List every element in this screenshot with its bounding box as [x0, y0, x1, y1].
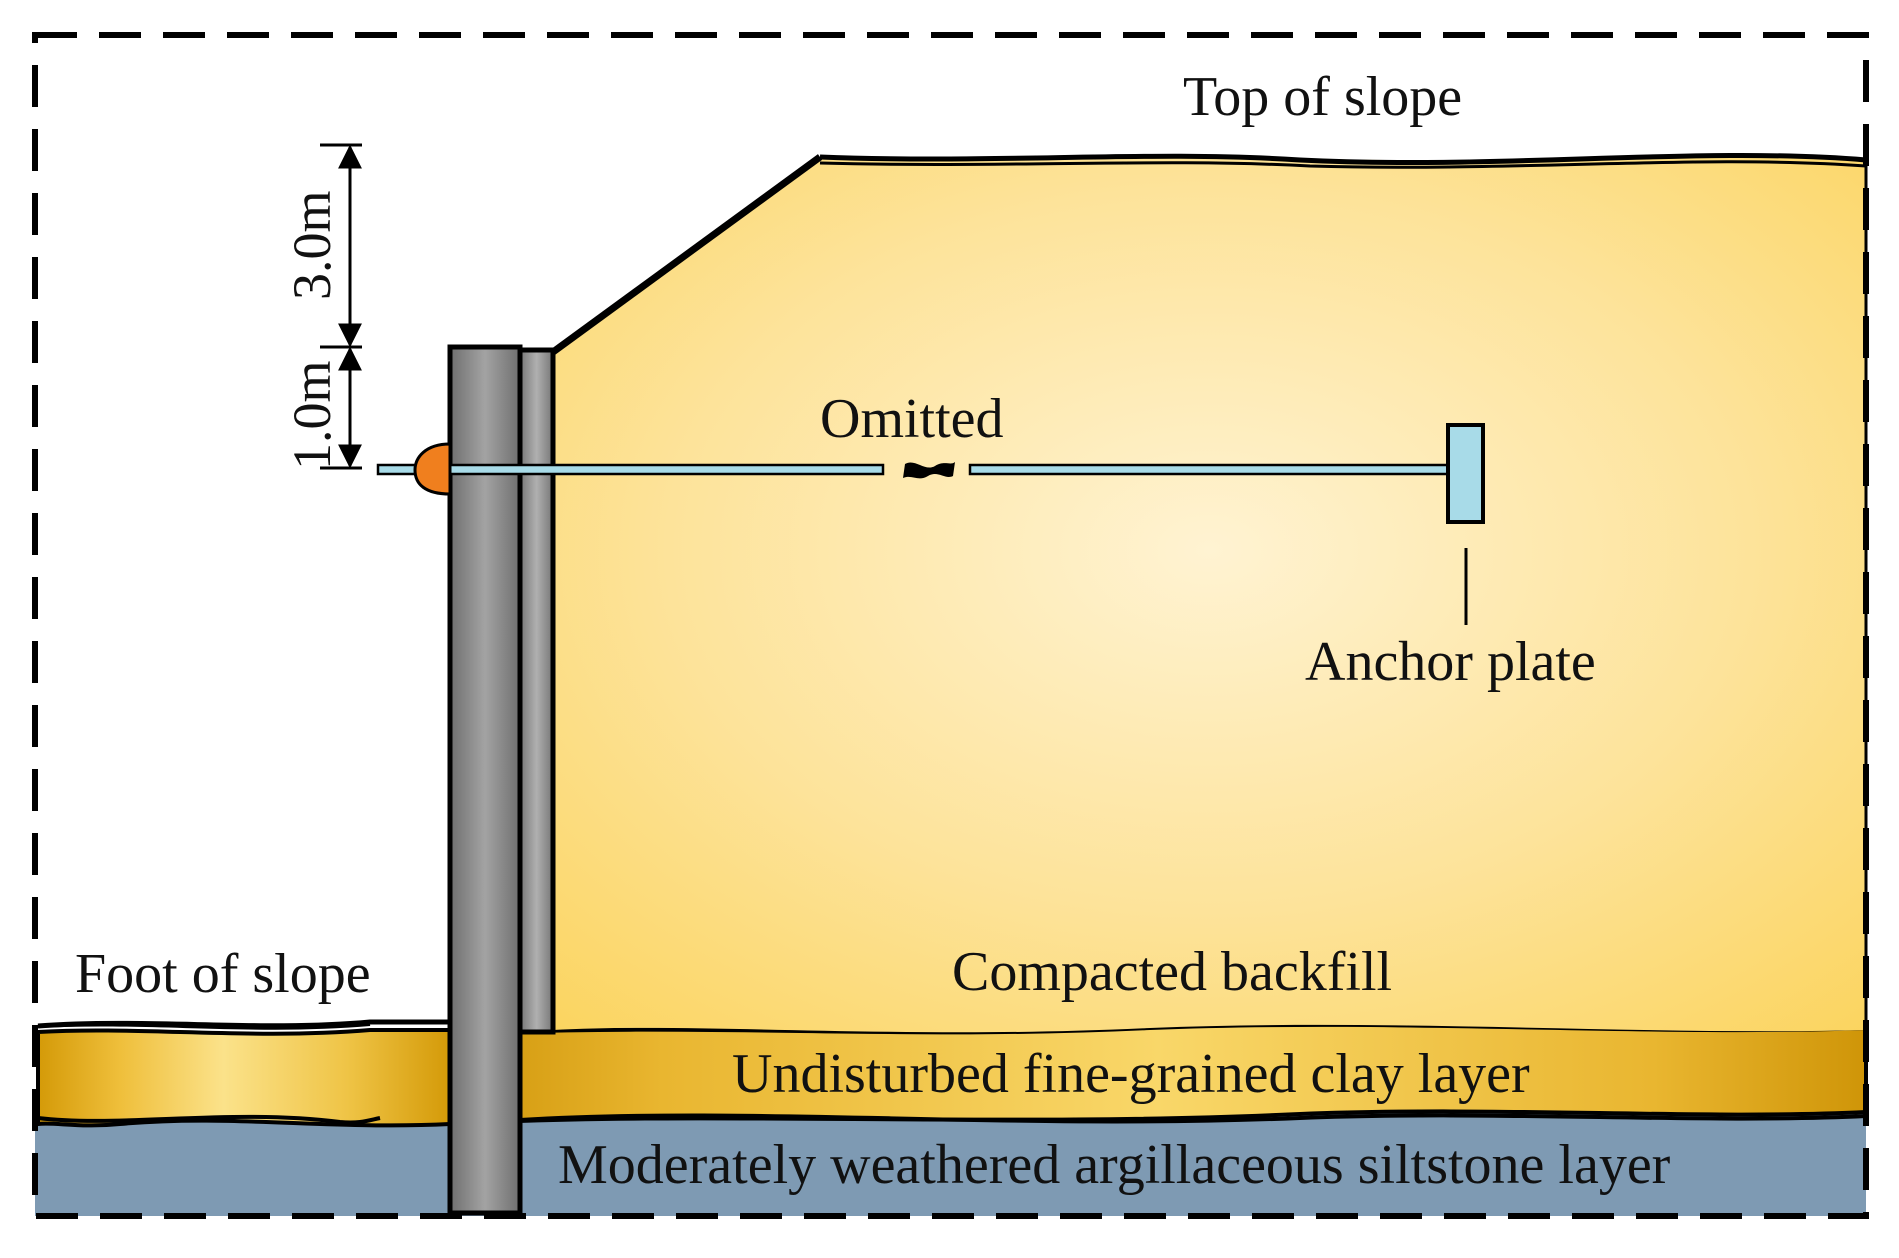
- label-siltstone-layer: Moderately weathered argillaceous siltst…: [558, 1134, 1671, 1196]
- label-dim-lower: 1.0m: [282, 360, 342, 470]
- clay-bottom-line-right: [519, 1113, 1867, 1124]
- anchor-nut: [413, 442, 452, 496]
- label-anchor-plate: Anchor plate: [1305, 631, 1596, 693]
- label-top-of-slope: Top of slope: [1183, 66, 1462, 128]
- backfill-outline-slope: [550, 154, 823, 355]
- anchor-rod-right: [968, 463, 1480, 476]
- label-compacted-backfill: Compacted backfill: [952, 941, 1392, 1003]
- pile-lagging-plate: [517, 347, 556, 1035]
- rod-break-symbol: [903, 462, 955, 479]
- pile: [447, 344, 523, 1216]
- diagram-frame: [32, 32, 1869, 1219]
- clay-bottom-line-left: [37, 1114, 381, 1125]
- backfill-outline-top-double: [819, 160, 1867, 169]
- anchor-plate: [1446, 423, 1485, 524]
- label-foot-of-slope: Foot of slope: [75, 943, 371, 1005]
- clay-layer-left: [36, 1028, 452, 1128]
- foot-ground-line: [37, 1019, 450, 1029]
- label-dim-upper: 3.0m: [282, 190, 342, 300]
- anchor-rod-left: [376, 463, 885, 476]
- label-clay-layer: Undisturbed fine-grained clay layer: [732, 1043, 1530, 1105]
- backfill-outline-top: [819, 153, 1867, 165]
- label-omitted: Omitted: [820, 388, 1004, 450]
- compacted-backfill: [553, 155, 1866, 1033]
